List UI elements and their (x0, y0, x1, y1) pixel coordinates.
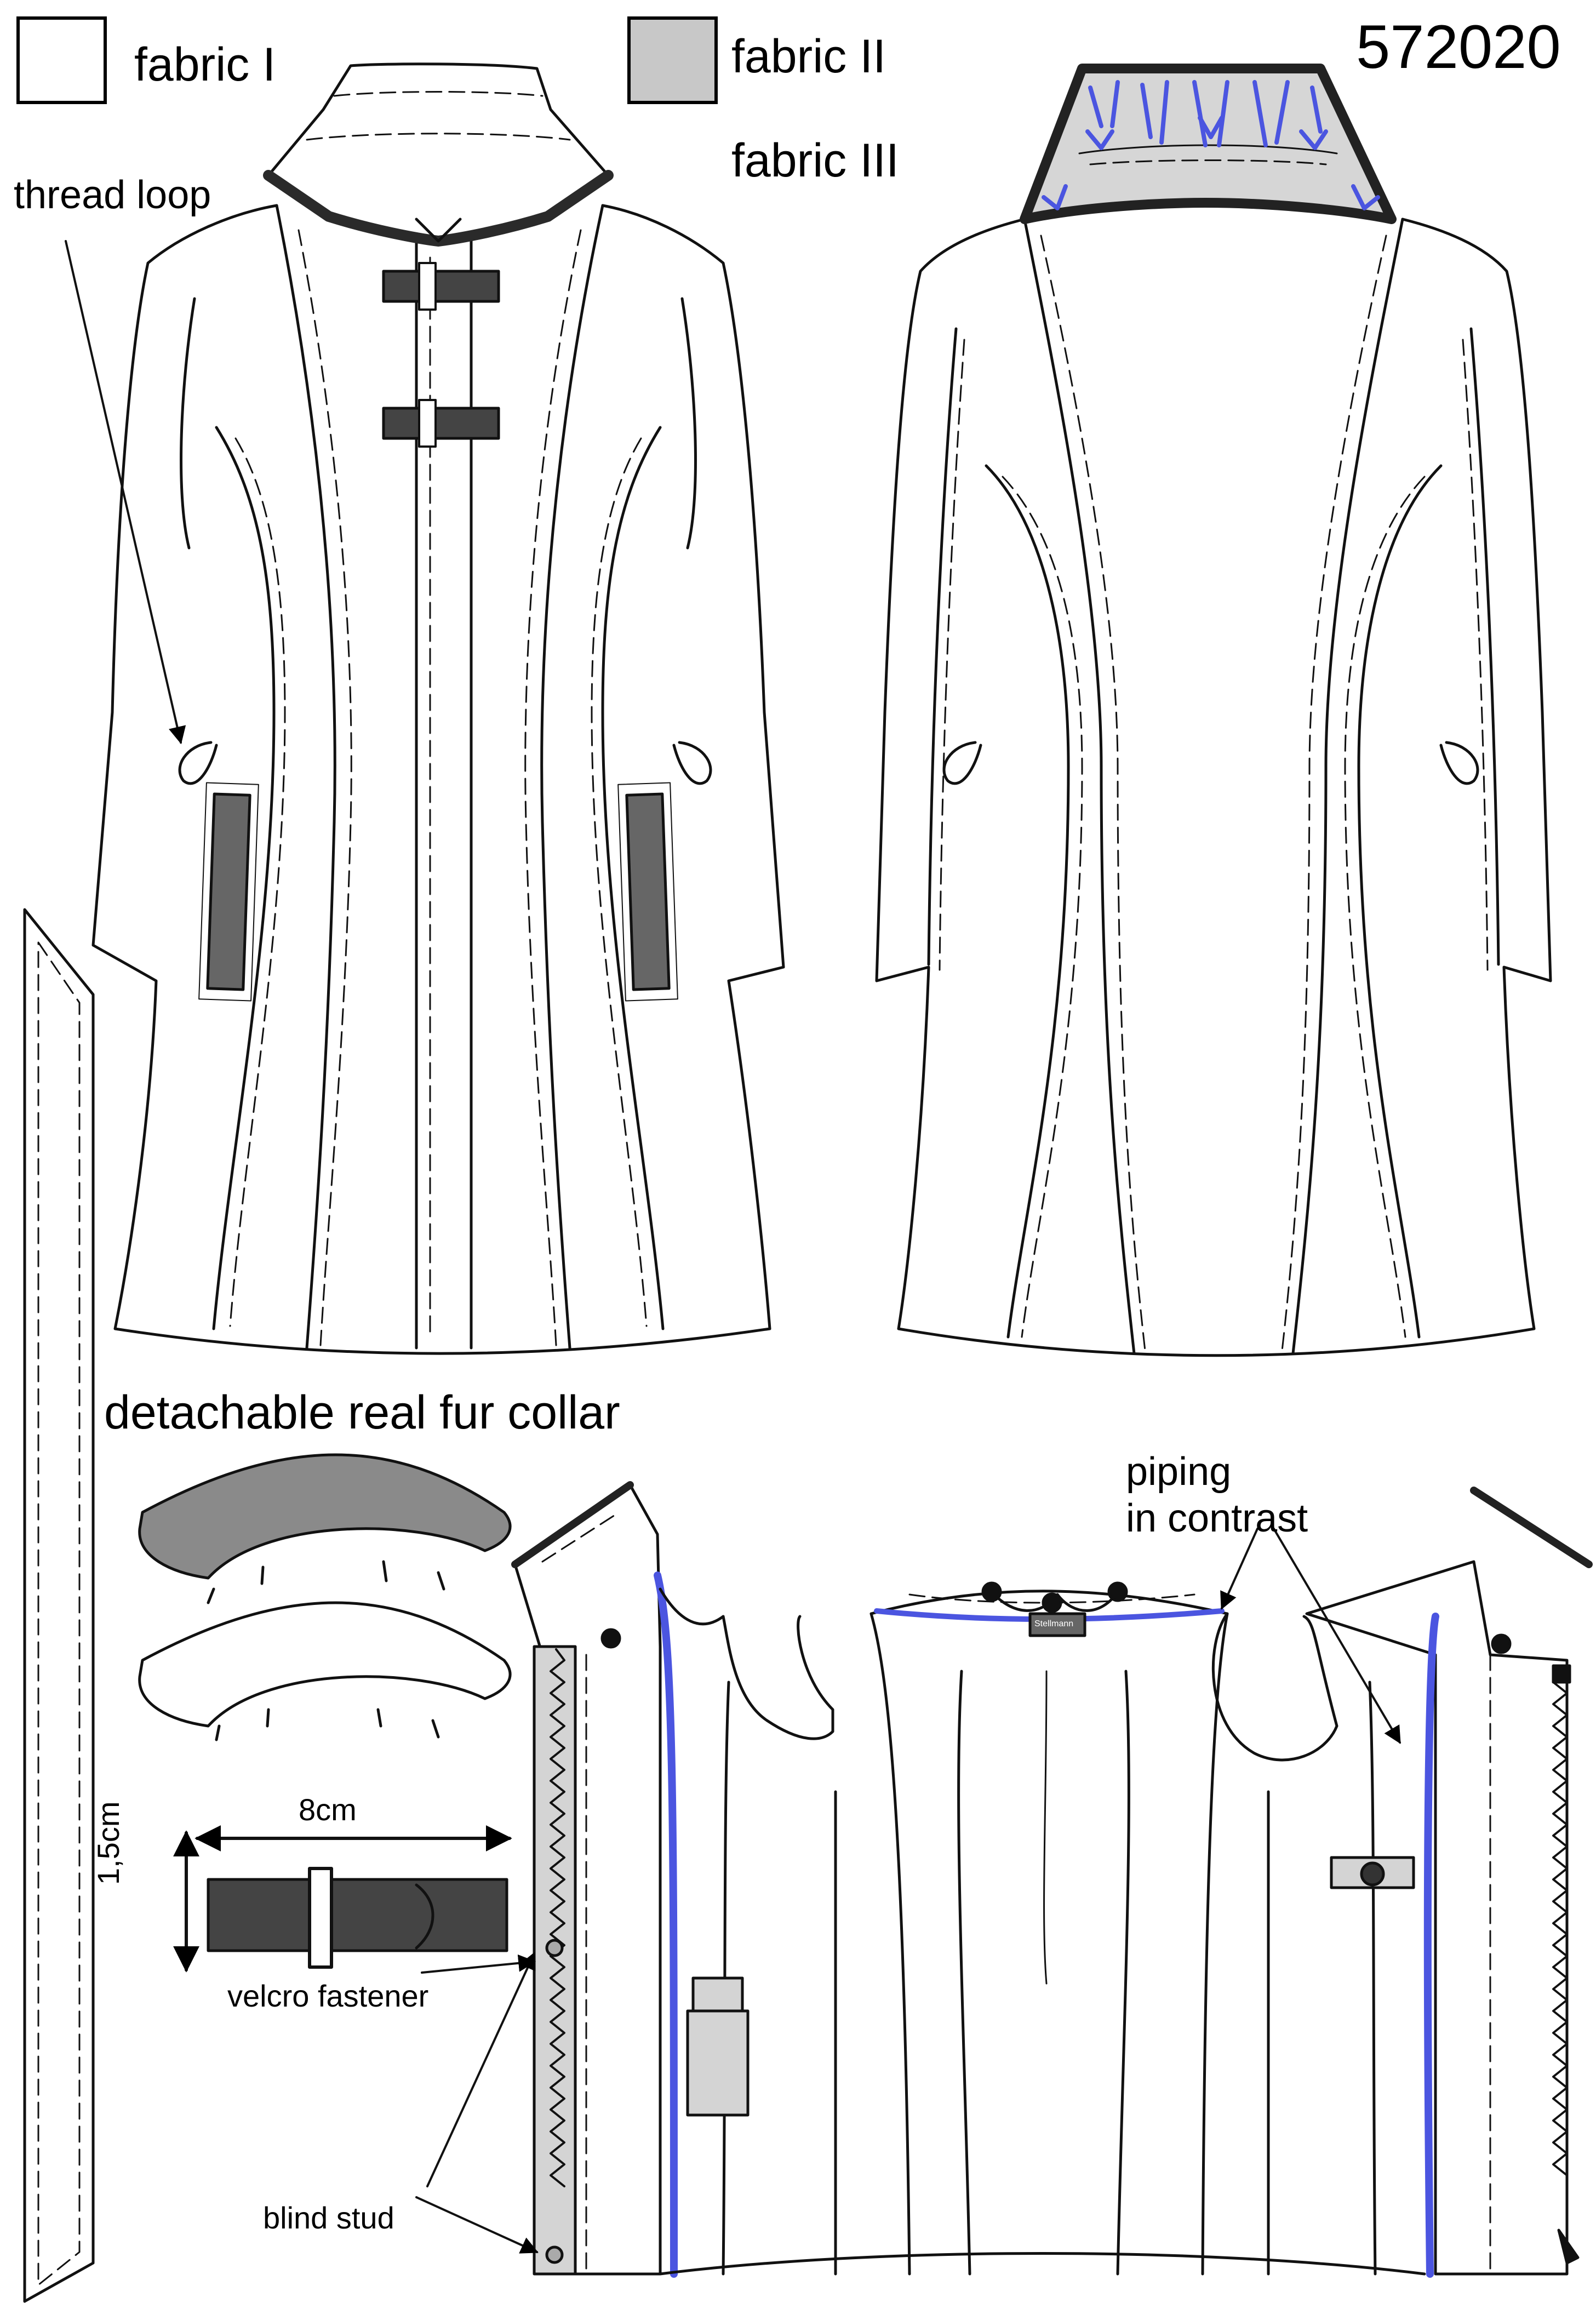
blind-stud-arrow-2 (415, 2196, 539, 2254)
in-contrast-label: in contrast (1126, 1496, 1308, 1540)
inner-pocket-flap (686, 2009, 750, 2117)
thread-loop-left (178, 741, 218, 785)
back-collar (1020, 64, 1397, 224)
blind-stud-label: blind stud (263, 2201, 394, 2235)
thread-loop-arrow (65, 240, 186, 745)
coat-back-outline (875, 218, 1552, 1357)
lining-view (511, 1481, 1593, 2278)
thread-loop-label: thread loop (14, 173, 211, 217)
velcro-fastener-label: velcro fastener (227, 1979, 429, 2013)
pocket-left (206, 792, 251, 991)
legend-swatch-fabric-i (16, 16, 107, 104)
fur-collar-top (138, 1453, 512, 1580)
velcro-detail (173, 1825, 512, 1973)
coat-back-view (875, 64, 1552, 1357)
coat-front-view (91, 62, 785, 1355)
legend-label-fabric-ii: fabric II (731, 30, 886, 83)
coat-front-outline (91, 204, 785, 1355)
legend-label-fabric-iii: fabric III (731, 134, 899, 187)
piping-arrow-2 (1273, 1528, 1401, 1744)
brand-tag (1028, 1612, 1086, 1637)
legend-swatch-fabric-ii (627, 16, 718, 104)
piping-arrow-1 (1220, 1528, 1259, 1610)
velcro-width-label: 8cm (299, 1792, 357, 1827)
legend-label-fabric-i: fabric I (134, 38, 276, 91)
fur-collar-pieces (138, 1453, 512, 1741)
brand-tag-text: Stellmann (1034, 1619, 1074, 1628)
collar-stitching (1042, 80, 1380, 210)
blind-stud-arrow-1 (426, 1952, 536, 2187)
facing-strip (23, 908, 95, 2303)
velcro-height-label: 1,5cm (91, 1801, 125, 1885)
front-toggle-2 (382, 407, 500, 440)
front-toggle-1 (382, 270, 500, 303)
fur-collar-bottom (138, 1601, 512, 1728)
piping-label: piping (1126, 1450, 1232, 1494)
model-number: 572020 (1356, 13, 1561, 81)
thread-loop-right (672, 741, 712, 785)
detachable-collar-label: detachable real fur collar (104, 1386, 620, 1439)
pocket-right (625, 792, 671, 991)
velcro-arrow (421, 1954, 536, 1974)
annotation-arrows (65, 240, 1401, 2254)
